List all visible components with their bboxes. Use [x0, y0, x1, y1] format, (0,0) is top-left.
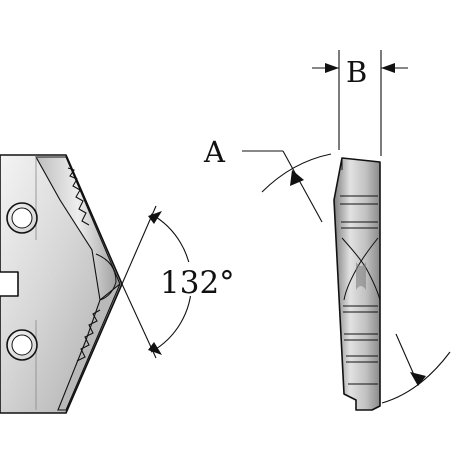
clearance-angle-dimension: A — [203, 135, 451, 404]
point-angle-extension-lower — [121, 283, 157, 359]
side-view-web-shade — [356, 262, 366, 290]
side-view-insert — [333, 157, 381, 411]
point-angle-arrowhead-upper — [148, 211, 162, 224]
insert-lower-bevel — [57, 283, 121, 411]
thickness-arrowhead-right — [381, 63, 395, 73]
mounting-hole-lower — [6, 329, 38, 361]
point-angle-dimension: 132° — [121, 205, 235, 359]
point-angle-label: 132° — [160, 265, 235, 301]
chip-breaker-notches-lower — [76, 309, 101, 362]
angle-a-label: A — [203, 135, 226, 169]
insert-point-web — [95, 253, 117, 301]
thickness-dimension: B — [312, 50, 408, 156]
point-angle-label-bg — [156, 262, 226, 296]
angle-a-arc — [261, 153, 332, 193]
clearance-arrowhead-lower — [410, 372, 426, 386]
thickness-arrowhead-left — [325, 63, 339, 73]
angle-a-reference-line — [282, 150, 323, 223]
mounting-hole-upper — [6, 202, 38, 234]
side-view-grooves — [340, 195, 378, 385]
angle-a-arrowhead — [290, 170, 304, 186]
front-view-insert — [0, 154, 123, 414]
point-angle-arrowhead-lower — [148, 342, 162, 355]
chip-breaker-notches-upper — [67, 167, 90, 226]
thickness-label: B — [346, 55, 367, 89]
